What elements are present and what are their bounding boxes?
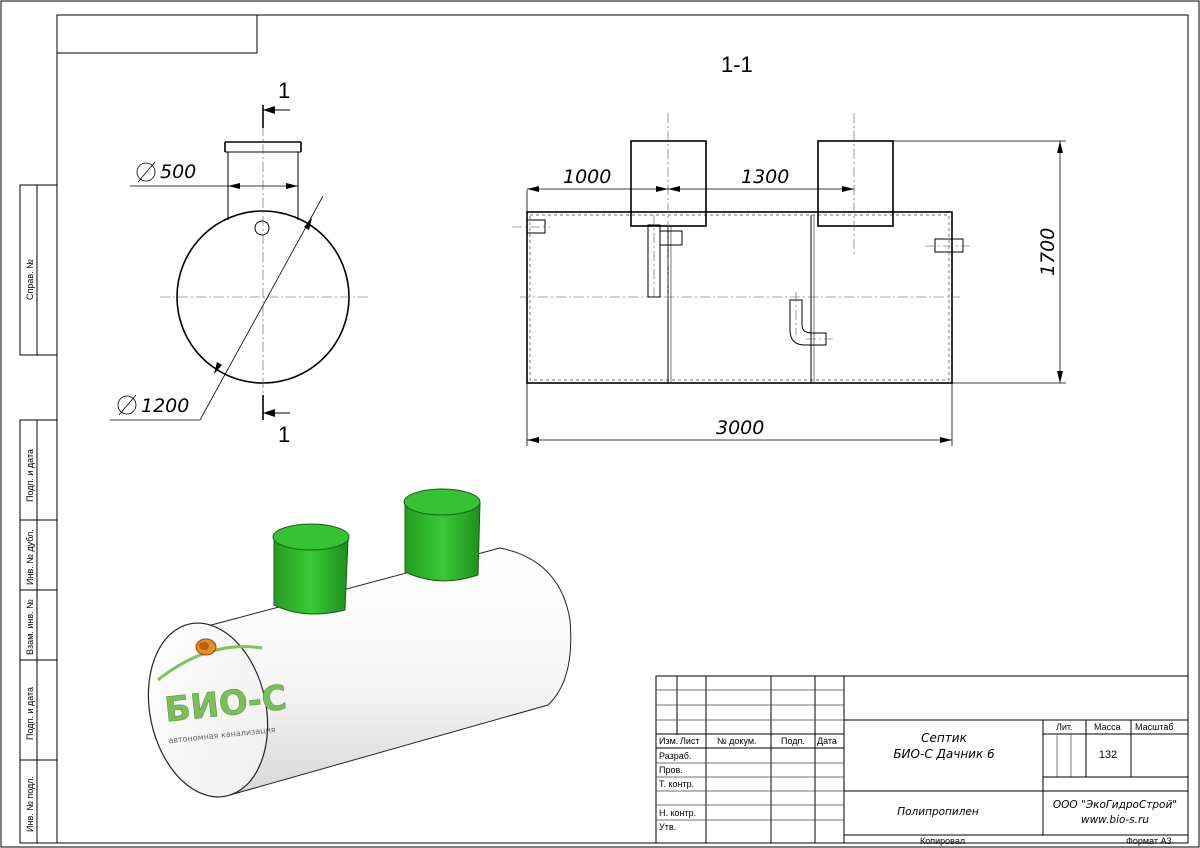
tb-row-prov: Пров.: [659, 765, 683, 775]
side-label-inv-dubl: Инв. № дубл.: [25, 529, 35, 585]
tb-company-line2: www.bio-s.ru: [1081, 814, 1149, 826]
tb-product-name-line1: Септик: [921, 731, 967, 745]
dim-body-diameter: 1200: [141, 395, 189, 417]
tb-mass-label: Масса: [1094, 722, 1121, 732]
dim-first-chamber: 1000: [563, 166, 611, 188]
title-block: Изм. Лист № докум. Подп. Дата Разраб. Пр…: [655, 675, 1189, 846]
corner-stamp-box: [56, 14, 258, 54]
tb-row-utv: Утв.: [659, 822, 676, 832]
side-strip-labels: Справ. № Подп. и дата Инв. № дубл. Взам.…: [25, 259, 35, 832]
tb-header-dokum: № докум.: [717, 736, 757, 746]
tb-scale-label: Масштаб: [1135, 722, 1174, 732]
lid-2: [403, 488, 481, 582]
side-label-podp-data-bottom: Подп. и дата: [25, 687, 35, 740]
tb-row-tkontr: Т. контр.: [659, 779, 694, 789]
tank-section-body: [526, 211, 953, 384]
tank-3d-render: БИО-С автономная канализация: [147, 488, 572, 798]
dim-height: 1700: [1037, 228, 1059, 276]
tb-company-line1: ООО "ЭкоГидроСтрой": [1053, 799, 1177, 811]
tb-product-name-line2: БИО-С Дачник 6: [893, 747, 995, 761]
section-title: 1-1: [721, 52, 753, 77]
footer-format: Формат А3: [1126, 836, 1171, 846]
side-label-inv-podl: Инв. № подл.: [25, 776, 35, 832]
tb-row-razrab: Разраб.: [659, 751, 691, 761]
side-label-sprav: Справ. №: [25, 259, 35, 300]
tb-lit-label: Лит.: [1056, 722, 1073, 732]
section-view: 1-1 1000 130: [512, 52, 1066, 446]
tb-header-podp: Подп.: [781, 736, 805, 746]
side-label-podp-data-top: Подп. и дата: [25, 449, 35, 502]
neck-2: [817, 140, 894, 227]
neck-1: [630, 140, 707, 227]
dim-between-necks: 1300: [741, 166, 789, 188]
section-mark-top: 1: [278, 78, 290, 103]
footer-copied: Копировал: [920, 836, 965, 846]
tb-mass-value: 132: [1099, 749, 1117, 761]
lid-1: [272, 523, 350, 615]
side-label-vzam-inv: Взам. инв. №: [25, 599, 35, 655]
front-view: 1 1 500 1200: [110, 78, 368, 447]
tb-header-izm: Изм.: [659, 736, 678, 746]
section-mark-bottom: 1: [278, 422, 290, 447]
inlet-hole: [254, 220, 270, 236]
tb-header-data: Дата: [817, 736, 837, 746]
dim-total-length: 3000: [716, 417, 764, 439]
dim-neck-diameter: 500: [160, 161, 196, 183]
tb-header-list: Лист: [680, 736, 700, 746]
tb-material: Полипропилен: [897, 806, 979, 818]
tb-row-nkontr: Н. контр.: [659, 808, 696, 818]
